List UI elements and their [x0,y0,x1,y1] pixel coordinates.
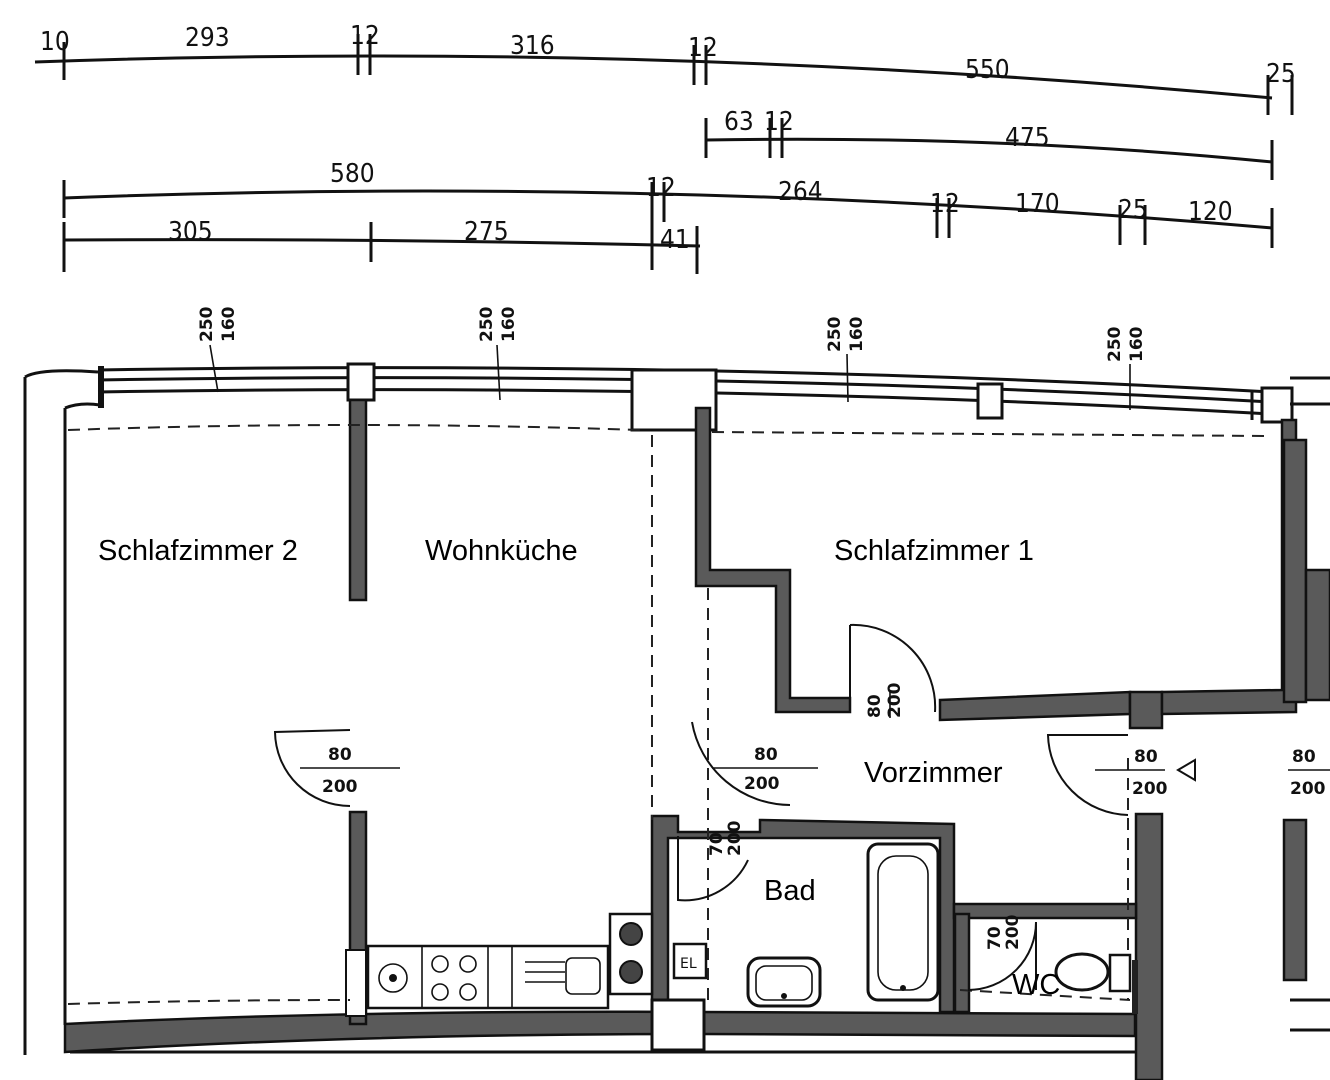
dim-row3-6: 120 [1188,197,1233,227]
door-entry-width: 80 [1134,747,1158,767]
room-label-schlafzimmer-1: Schlafzimmer 1 [834,535,1034,567]
dim-row4-1: 275 [464,217,509,247]
room-label-vorzimmer: Vorzimmer [864,757,1003,789]
dim-row3-0: 580 [330,159,375,189]
bath-fixtures: EL [672,842,940,1008]
door-wk-height: 200 [744,774,780,794]
toilet-icon [1054,952,1110,992]
door-sz1-height: 200 [885,682,905,718]
dim-row1-2: 12 [350,21,380,51]
svg-text:EL: EL [680,956,697,972]
window-3-top: 250 [825,316,845,352]
stove-icon [431,955,449,973]
dim-row3-4: 170 [1015,189,1060,219]
sink-icon [565,957,601,995]
door-wk-width: 80 [754,745,778,765]
dim-row2-0: 63 [724,107,754,137]
water-heater-icon [672,942,708,980]
dim-row1-4: 12 [688,33,718,63]
door-nb-height: 200 [1290,779,1326,799]
door-nb-width: 80 [1292,747,1316,767]
dim-row4-0: 305 [168,217,213,247]
doors: 80 200 80 200 80 200 70 200 [273,623,1330,991]
dim-row1-3: 316 [510,31,555,61]
dim-row3-1: 12 [646,173,676,203]
bathtub-icon [866,842,940,1002]
dim-row1-6: 25 [1266,59,1296,89]
dim-row2-1: 12 [764,107,794,137]
door-wc-width: 70 [985,926,1005,950]
window-4-top: 250 [1105,326,1125,362]
room-label-schlafzimmer-2: Schlafzimmer 2 [98,535,298,567]
walls [23,377,1330,1080]
window-1-bottom: 160 [219,306,239,342]
dim-row2-2: 475 [1005,123,1050,153]
door-schlafzimmer2: 80 200 [273,729,400,807]
window-2-top: 250 [477,306,497,342]
dim-row1-5: 550 [965,55,1010,85]
room-labels: Schlafzimmer 2 Wohnküche Schlafzimmer 1 … [98,535,1060,1001]
dim-row1-0: 10 [40,27,70,57]
door-bad-height: 200 [725,820,745,856]
window-1-top: 250 [197,306,217,342]
room-label-wc: WC [1012,969,1060,1001]
window-labels: 250 160 250 160 250 160 250 160 [197,306,1147,410]
fixtures: EL [366,842,1132,1052]
toilet [1054,952,1132,993]
dim-row3-5: 25 [1118,195,1148,225]
fan-icon [378,963,408,993]
dim-row4-2: 41 [660,225,690,255]
front-wall [24,362,1330,432]
dim-row3-3: 12 [930,189,960,219]
dimension-chains: 10 293 12 316 12 550 25 63 12 475 580 12… [34,21,1296,274]
door-bad-width: 70 [707,832,727,856]
entrance-triangle-icon [1176,758,1196,782]
washbasin-icon [746,956,822,1008]
dim-row1-1: 293 [185,23,230,53]
door-sz1-width: 80 [865,694,885,718]
door-entry-height: 200 [1132,779,1168,799]
kitchen-counter [366,912,706,1052]
room-label-bad: Bad [764,875,816,907]
dim-row3-2: 264 [778,177,823,207]
window-2-bottom: 160 [499,306,519,342]
room-label-wohnkueche: Wohnküche [425,535,578,567]
door-sz2-width: 80 [328,745,352,765]
door-entrance: 80 200 [1046,734,1196,816]
door-schlafzimmer1: 80 200 [849,623,937,718]
door-wohnkueche: 80 200 [691,721,818,806]
door-wc: 70 200 [967,914,1037,991]
door-sz2-height: 200 [322,777,358,797]
door-neighbor: 80 200 [1288,747,1330,799]
door-wc-height: 200 [1003,914,1023,950]
window-4-bottom: 160 [1127,326,1147,362]
door-bad: 70 200 [677,820,749,902]
window-3-bottom: 160 [847,316,867,352]
